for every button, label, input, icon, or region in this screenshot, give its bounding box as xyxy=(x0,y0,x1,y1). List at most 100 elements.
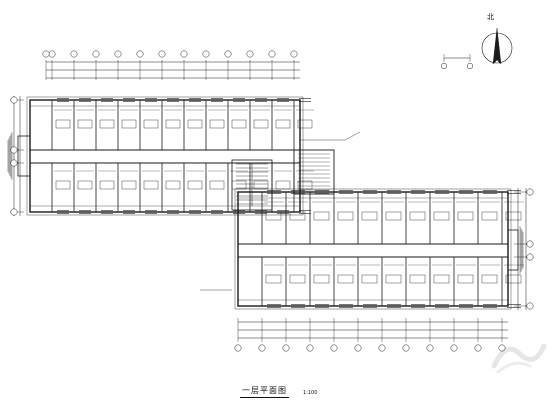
room-fixture xyxy=(361,274,378,284)
room-fixture xyxy=(231,119,247,129)
room-fixture xyxy=(165,119,181,129)
room-fixture xyxy=(457,211,474,221)
east-wing-outline xyxy=(234,188,512,310)
room-fixture xyxy=(505,274,522,284)
west-wing-outline xyxy=(26,96,304,216)
axis-grid-bubbles xyxy=(10,50,534,352)
axis-bubble xyxy=(10,159,18,167)
axis-bubble xyxy=(498,344,506,352)
axis-bubble xyxy=(136,50,144,58)
axis-bubble xyxy=(526,253,534,261)
room-fixture xyxy=(99,119,115,129)
axis-bubble xyxy=(10,96,18,104)
room-fixture xyxy=(143,180,159,190)
axis-bubble xyxy=(158,50,166,58)
axis-bubble xyxy=(354,344,362,352)
axis-bubble xyxy=(234,344,242,352)
room-fixture xyxy=(121,119,137,129)
axis-bubble xyxy=(268,50,276,58)
axis-bubble xyxy=(114,50,122,58)
axis-bubble xyxy=(526,188,534,196)
room-fixture xyxy=(385,274,402,284)
axis-bubble xyxy=(258,344,266,352)
room-fixture xyxy=(55,119,71,129)
axis-bubble xyxy=(526,302,534,310)
room-fixture xyxy=(433,274,450,284)
room-fixture xyxy=(409,211,426,221)
west-wing-plan xyxy=(7,96,314,216)
west-entrance xyxy=(17,135,31,177)
room-fixture xyxy=(209,180,225,190)
dimension-lines xyxy=(10,60,530,342)
axis-bubble xyxy=(466,62,474,70)
room-fixture xyxy=(275,180,291,190)
room-fixture xyxy=(313,211,330,221)
axis-bubble xyxy=(202,50,210,58)
axis-bubble xyxy=(92,50,100,58)
room-fixture xyxy=(289,274,306,284)
room-fixture xyxy=(165,180,181,190)
wing-connector xyxy=(293,149,335,195)
drawing-title: 一层平面图 xyxy=(240,385,289,398)
axis-bubble xyxy=(180,50,188,58)
room-fixture xyxy=(505,211,522,221)
room-fixture xyxy=(121,180,137,190)
room-fixture xyxy=(289,211,306,221)
axis-bubble xyxy=(440,62,448,70)
axis-bubble xyxy=(10,146,18,154)
room-fixture xyxy=(297,119,313,129)
east-entrance xyxy=(507,229,519,271)
axis-bubble xyxy=(246,50,254,58)
east-wing-plan xyxy=(234,149,524,310)
drawing-title-block: 一层平面图 1:100 xyxy=(240,384,317,398)
room-fixture xyxy=(209,119,225,129)
room-fixture xyxy=(481,211,498,221)
axis-bubble xyxy=(306,344,314,352)
axis-bubble xyxy=(10,208,18,216)
room-fixture xyxy=(433,211,450,221)
north-arrow-icon xyxy=(481,27,513,65)
callout-leader xyxy=(344,131,361,141)
axis-bubble xyxy=(378,344,386,352)
room-fixture xyxy=(187,119,203,129)
axis-bubble xyxy=(526,240,534,248)
drawing-scale: 1:100 xyxy=(303,390,318,396)
room-fixture xyxy=(481,274,498,284)
axis-bubble xyxy=(450,344,458,352)
east-wing-outer-wall xyxy=(237,191,509,307)
axis-bubble xyxy=(224,50,232,58)
axis-bubble xyxy=(330,344,338,352)
room-fixture xyxy=(265,211,282,221)
room-fixture xyxy=(457,274,474,284)
room-fixture xyxy=(253,119,269,129)
room-fixture xyxy=(313,274,330,284)
watermark-logo-icon xyxy=(491,343,547,374)
north-label: 北 xyxy=(487,13,494,21)
axis-bubble xyxy=(402,344,410,352)
axis-bubble xyxy=(42,50,50,58)
room-fixture xyxy=(99,180,115,190)
room-fixture xyxy=(77,119,93,129)
axis-bubble xyxy=(426,344,434,352)
axis-bubble xyxy=(70,50,78,58)
room-fixture xyxy=(275,119,291,129)
axis-bubble xyxy=(290,50,298,58)
key-dimension-mark xyxy=(440,54,474,70)
room-fixture xyxy=(409,274,426,284)
room-fixture xyxy=(55,180,71,190)
room-fixture xyxy=(187,180,203,190)
room-fixture xyxy=(265,274,282,284)
room-fixture xyxy=(77,180,93,190)
axis-bubble xyxy=(474,344,482,352)
west-wing-outer-wall xyxy=(29,99,301,213)
north-arrow-needle xyxy=(492,27,502,65)
room-fixture xyxy=(385,211,402,221)
axis-bubble xyxy=(48,50,56,58)
stair-well xyxy=(231,159,273,211)
room-fixture xyxy=(143,119,159,129)
axis-bubble xyxy=(282,344,290,352)
room-fixture xyxy=(361,211,378,221)
room-fixture xyxy=(337,274,354,284)
